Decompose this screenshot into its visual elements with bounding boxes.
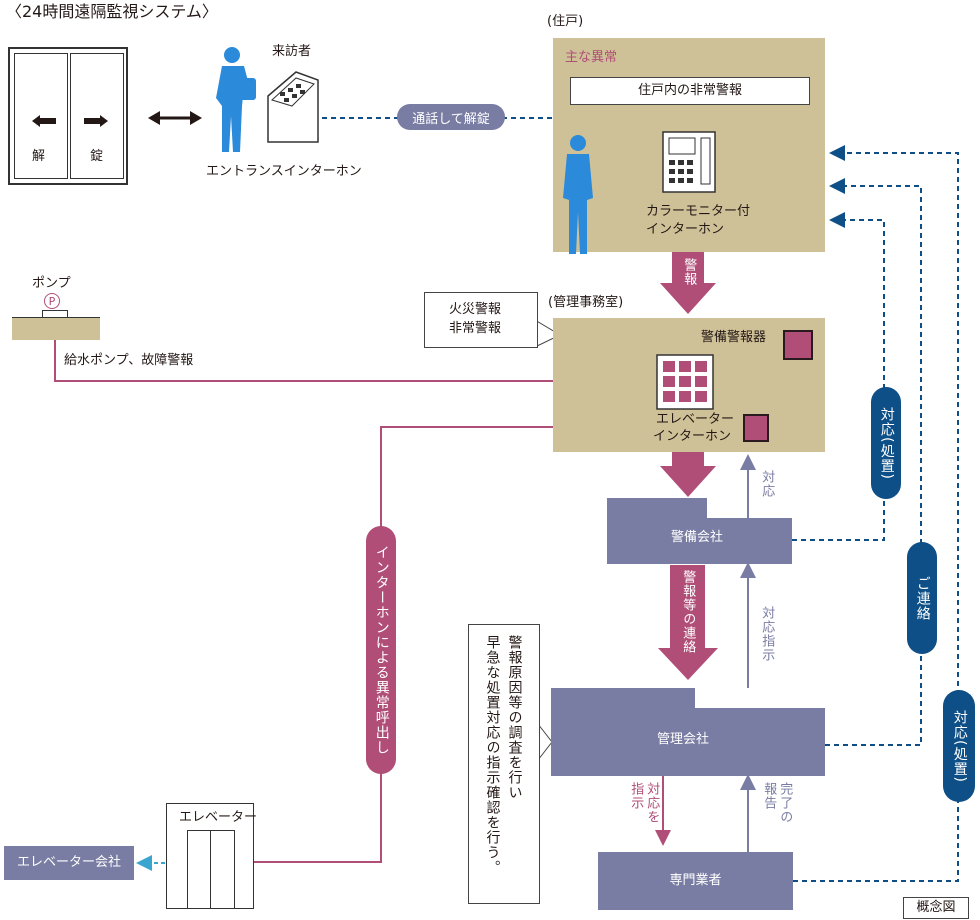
alarm-arrow [660, 252, 716, 314]
treat-line-1 [792, 212, 885, 541]
specialist-box: 専門業者 [598, 852, 793, 910]
completion-report-1: 完了の [777, 782, 793, 824]
ground [12, 317, 100, 340]
office-caption: (管理事務室) [548, 295, 624, 310]
callout-fire-1: 火災警報 [449, 302, 502, 317]
alarm-contact-label: 警報等の連絡 [680, 570, 696, 654]
dwelling-caption: (住戸) [547, 14, 584, 29]
concept-label: 概念図 [903, 897, 969, 919]
office-box: 警備警報器 エレベーター インターホン [553, 318, 825, 452]
elevator-box: エレベーター [166, 803, 258, 909]
office-to-security-arrow [660, 452, 716, 497]
elevator-intercom-2: インターホン [653, 429, 732, 444]
callout-fire-2: 非常警報 [449, 321, 502, 336]
elevator-company-box: エレベーター会社 [4, 846, 134, 880]
alarm-arrow-label: 警報 [681, 258, 697, 286]
management-company-label: 管理会社 [657, 732, 710, 747]
monitor-intercom-icon [662, 131, 716, 193]
door-left-label: 解 [32, 149, 46, 164]
response-label: 対応 [759, 470, 775, 498]
contact-line [825, 178, 922, 746]
security-alarm-label: 警備警報器 [701, 330, 767, 345]
intercom-call-label: インターホンによる異常呼出し [373, 545, 390, 755]
elevator-label: エレベーター [179, 810, 258, 825]
entrance-label: エントランスインターホン [206, 164, 362, 179]
treat-pill-1-label: 対応(処置) [878, 406, 895, 480]
security-alarm-device [783, 330, 813, 360]
security-company-label: 警備会社 [671, 530, 724, 545]
auto-door: 解 錠 [8, 47, 128, 185]
pump-alarm-label: 給水ポンプ、故障警報 [64, 353, 194, 368]
security-to-management-arrow [658, 565, 718, 680]
treat-pill-2: 対応(処置) [943, 690, 975, 802]
elevator-call-line [253, 419, 599, 863]
completion-report-2: 報告 [761, 782, 777, 810]
monitor-label-2: インターホン [646, 222, 725, 237]
elevator-intercom-device [743, 414, 769, 442]
instruct-response-2: 指示 [628, 782, 644, 810]
monitor-label-1: カラーモニター付 [646, 204, 751, 219]
intercom-call-pill: インターホンによる異常呼出し [366, 526, 396, 774]
callout-fire: 火災警報 非常警報 [424, 292, 538, 348]
door-arrow-icon [32, 115, 108, 127]
pump-icon: P [44, 293, 60, 309]
callout-investigate-1: 警報原因等の調査を行い [506, 635, 523, 800]
dwelling-box: 主な異常 住戸内の非常警報 カラーモニター付 インターホン [553, 38, 825, 254]
visitor-label: 来訪者 [272, 44, 312, 59]
treat-pill-1: 対応(処置) [871, 387, 901, 499]
intercom-panel-icon [267, 71, 319, 143]
callout-investigate-2: 早急な処置対応の指示確認を行う。 [484, 635, 501, 875]
pump-label: ポンプ [32, 276, 71, 291]
pump-symbol: P [48, 295, 56, 308]
response-instruction-label: 対応指示 [759, 606, 775, 662]
dwelling-alarm-box: 住戸内の非常警報 [570, 77, 810, 105]
page-title: 〈24時間遠隔監視システム〉 [6, 2, 218, 21]
contact-pill-label: ご連絡 [914, 575, 931, 621]
grid-panel-icon [656, 354, 714, 410]
door-right-label: 錠 [90, 149, 104, 164]
dwelling-heading: 主な異常 [565, 50, 618, 65]
double-arrow-icon [148, 111, 202, 125]
person-icon [216, 47, 256, 152]
call-unlock-pill: 通話して解錠 [397, 104, 505, 130]
elevator-intercom-1: エレベーター [656, 412, 735, 427]
treat-line-2 [793, 145, 959, 882]
instruct-response-1: 対応を [644, 782, 660, 824]
contact-pill: ご連絡 [907, 542, 937, 654]
person-icon [563, 135, 593, 254]
treat-pill-2-label: 対応(処置) [951, 709, 968, 783]
callout-investigate: 警報原因等の調査を行い 早急な処置対応の指示確認を行う。 [468, 624, 540, 904]
